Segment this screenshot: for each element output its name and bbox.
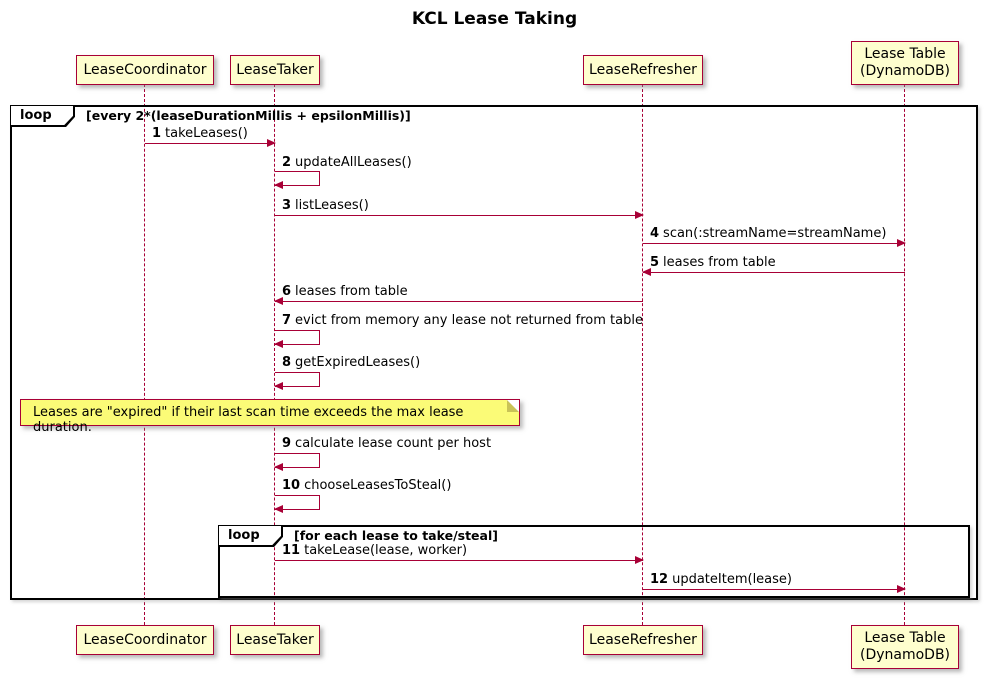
message-8-arrow-top	[275, 372, 320, 373]
message-1-number: 1	[152, 126, 162, 141]
message-9-arrow-side	[319, 453, 320, 467]
message-1-text: takeLeases()	[165, 126, 248, 141]
message-4-number: 4	[650, 226, 660, 241]
message-6-arrow	[274, 297, 643, 305]
message-12-arrow	[643, 585, 906, 593]
message-9-arrow-return	[274, 463, 320, 471]
message-7-arrow-return	[274, 340, 320, 348]
message-2-arrow-top	[275, 171, 320, 172]
outer-loop-keyword: loop	[20, 108, 52, 123]
message-3-number: 3	[282, 198, 292, 213]
message-8-arrow-return	[274, 382, 320, 390]
outer-loop-frame	[10, 105, 978, 600]
participant-top-leaserefresher: LeaseRefresher	[583, 55, 703, 85]
lifeline-lease-table	[904, 84, 905, 625]
note-expired-leases: Leases are "expired" if their last scan …	[20, 399, 520, 435]
inner-loop-frame	[218, 525, 970, 598]
diagram-title: KCL Lease Taking	[411, 9, 578, 29]
participant-bottom-lease-table: Lease Table (DynamoDB)	[851, 625, 959, 669]
message-7-arrow-side	[319, 330, 320, 344]
message-10-text: chooseLeasesToSteal()	[304, 478, 452, 493]
message-2-arrow-return	[274, 181, 320, 189]
message-7-number: 7	[282, 313, 292, 328]
message-11-arrow	[275, 556, 644, 564]
inner-loop-condition: [for each lease to take/steal]	[294, 528, 498, 543]
message-5-number: 5	[650, 255, 660, 270]
participant-top-leasecoordinator: LeaseCoordinator	[76, 55, 214, 85]
message-10-arrow-side	[319, 495, 320, 509]
message-8-number: 8	[282, 355, 292, 370]
message-10-number: 10	[282, 478, 301, 493]
message-10-arrow-top	[275, 495, 320, 496]
message-2-number: 2	[282, 155, 292, 170]
message-12-number: 12	[650, 572, 669, 587]
outer-loop-condition: [every 2*(leaseDurationMillis + epsilonM…	[86, 108, 411, 123]
message-9-number: 9	[282, 436, 292, 451]
message-7-text: evict from memory any lease not returned…	[295, 313, 643, 328]
message-9-text: calculate lease count per host	[295, 436, 492, 451]
participant-top-lease-table: Lease Table (DynamoDB)	[851, 41, 959, 85]
message-10-arrow-return	[274, 505, 320, 513]
outer-loop-keyword-tab: loop	[11, 106, 75, 127]
participant-top-leasetaker: LeaseTaker	[230, 55, 320, 85]
inner-loop-keyword-tab: loop	[219, 526, 283, 547]
lifeline-leasetaker	[274, 84, 275, 625]
lifeline-leasecoordinator	[144, 84, 145, 625]
message-2-text: updateAllLeases()	[295, 155, 412, 170]
participant-bottom-leasetaker: LeaseTaker	[230, 625, 320, 655]
message-3-arrow	[275, 211, 644, 219]
message-3-text: listLeases()	[295, 198, 369, 213]
participant-bottom-leaserefresher: LeaseRefresher	[583, 625, 703, 655]
message-8-text: getExpiredLeases()	[295, 355, 421, 370]
message-9-arrow-top	[275, 453, 320, 454]
participant-bottom-leasecoordinator: LeaseCoordinator	[76, 625, 214, 655]
lifeline-leaserefresher	[642, 84, 643, 625]
message-11-text: takeLease(lease, worker)	[304, 543, 468, 558]
message-7-arrow-top	[275, 330, 320, 331]
message-12-text: updateItem(lease)	[672, 572, 792, 587]
message-5-arrow	[642, 268, 905, 276]
message-6-number: 6	[282, 284, 292, 299]
message-11-number: 11	[282, 543, 301, 558]
inner-loop-keyword: loop	[228, 528, 260, 543]
message-4-text: scan(:streamName=streamName)	[663, 226, 887, 241]
message-4-arrow	[643, 239, 906, 247]
message-8-arrow-side	[319, 372, 320, 386]
message-2-arrow-side	[319, 171, 320, 185]
message-6-text: leases from table	[295, 284, 408, 299]
message-5-text: leases from table	[663, 255, 776, 270]
message-1-arrow	[145, 139, 276, 147]
